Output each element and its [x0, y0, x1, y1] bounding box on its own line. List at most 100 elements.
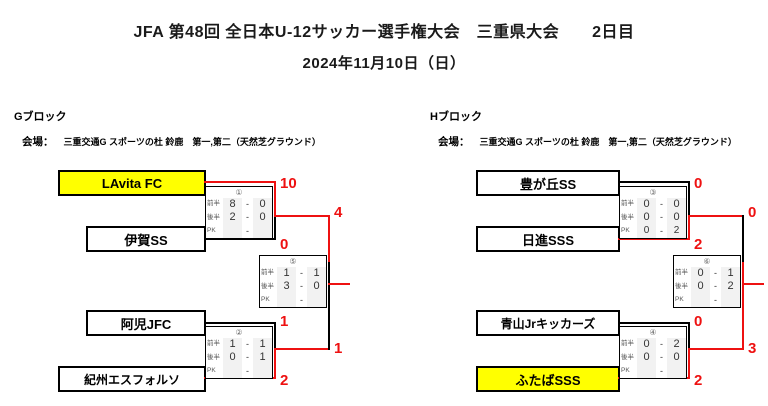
- row-label: 前半: [621, 200, 634, 208]
- score-box-g-match2: ② 前半 1 - 1 後半 0 - 1 PK -: [205, 326, 273, 379]
- match-number: ①: [235, 188, 243, 197]
- result-h-match6-away: 3: [748, 340, 757, 357]
- away-score: [307, 293, 326, 307]
- team-box-g4[interactable]: 紀州エスフォルソ: [58, 366, 206, 392]
- bracket-line-h4-top: [618, 322, 690, 324]
- score-row-first-half: 前半 8 - 0: [206, 198, 272, 212]
- score-row-second-half: 後半 3 - 0: [260, 280, 326, 294]
- dash: -: [660, 365, 663, 376]
- score-row-second-half: 後半 0 - 0: [620, 351, 686, 365]
- home-score: [691, 293, 710, 307]
- home-score: 3: [277, 280, 296, 294]
- dash: -: [300, 281, 303, 292]
- home-score: [223, 364, 242, 378]
- team-box-g1[interactable]: LAvita FC: [58, 170, 206, 196]
- home-score: 0: [691, 280, 710, 294]
- result-g-match1-away: 0: [280, 236, 289, 253]
- home-score: 0: [223, 351, 242, 365]
- score-box-g-match5: ⑤ 前半 1 - 1 後半 3 - 0 PK -: [259, 255, 327, 308]
- venue-text-h: 三重交通G スポーツの杜 鈴鹿 第一,第二（天然芝グラウンド）: [479, 137, 737, 147]
- home-score: [223, 224, 242, 238]
- bracket-line-h-champion: [742, 283, 764, 285]
- home-score: 0: [637, 211, 656, 225]
- row-label: 後半: [621, 353, 634, 361]
- away-score: 0: [253, 211, 272, 225]
- dash: -: [300, 268, 303, 279]
- bracket-line-g-champion: [328, 283, 350, 285]
- team-name: 青山Jrキッカーズ: [500, 316, 596, 331]
- team-box-g2[interactable]: 伊賀SS: [86, 226, 206, 252]
- home-score: 0: [637, 351, 656, 365]
- row-label: PK: [675, 296, 684, 304]
- match-number: ⑥: [703, 257, 711, 266]
- score-box-g-match1: ① 前半 8 - 0 後半 2 - 0 PK -: [205, 186, 273, 239]
- page-title: JFA 第48回 全日本U-12サッカー選手権大会 三重県大会 2日目: [133, 24, 635, 41]
- bracket-line-g2-top: [204, 322, 276, 324]
- result-g-match2-home: 1: [280, 313, 289, 330]
- away-score: 0: [667, 211, 686, 225]
- score-row-second-half: 後半 0 - 2: [674, 280, 740, 294]
- bracket-line-h-semi-top: [688, 215, 744, 217]
- team-box-g3[interactable]: 阿児JFC: [86, 310, 206, 336]
- away-score: 0: [307, 280, 326, 294]
- result-h-match4-home: 0: [694, 313, 703, 330]
- bracket-line-g-semi-bottom: [274, 348, 330, 350]
- score-row-second-half: 後半 0 - 1: [206, 351, 272, 365]
- score-row-pk: PK -: [206, 364, 272, 378]
- bracket-join-h-final-upper: [742, 215, 744, 265]
- row-label: 前半: [261, 269, 274, 277]
- away-score: [253, 224, 272, 238]
- row-label: PK: [207, 367, 216, 375]
- score-row-pk: PK -: [260, 293, 326, 307]
- home-score: 0: [637, 224, 656, 238]
- match-number: ②: [235, 328, 243, 337]
- bracket-join-h4-upper: [688, 322, 690, 350]
- score-row-first-half: 前半 0 - 2: [620, 338, 686, 352]
- venue-text-g: 三重交通G スポーツの杜 鈴鹿 第一,第二（天然芝グラウンド）: [63, 137, 321, 147]
- score-box-h-match6: ⑥ 前半 0 - 1 後半 0 - 2 PK -: [673, 255, 741, 308]
- score-row-second-half: 後半 0 - 0: [620, 211, 686, 225]
- away-score: 1: [253, 351, 272, 365]
- bracket-line-g-semi-top: [274, 215, 330, 217]
- away-score: 2: [721, 280, 740, 294]
- bracket-line-g1-bottom: [204, 238, 276, 240]
- match-number: ③: [649, 188, 657, 197]
- row-label: 後半: [207, 353, 220, 361]
- score-row-second-half: 後半 2 - 0: [206, 211, 272, 225]
- dash: -: [246, 199, 249, 210]
- score-box-h-match3: ③ 前半 0 - 0 後半 0 - 0 PK 0 - 2: [619, 186, 687, 239]
- away-score: 1: [253, 338, 272, 352]
- row-label: 後半: [675, 282, 688, 290]
- block-label-g: Gブロック: [14, 111, 67, 123]
- score-row-first-half: 前半 0 - 0: [620, 198, 686, 212]
- team-box-h4[interactable]: ふたばSSS: [476, 366, 620, 392]
- score-row-first-half: 前半 1 - 1: [206, 338, 272, 352]
- match-number: ④: [649, 328, 657, 337]
- dash: -: [246, 339, 249, 350]
- team-box-h1[interactable]: 豊が丘SS: [476, 170, 620, 196]
- block-label-h: Hブロック: [430, 111, 482, 123]
- away-score: 2: [667, 338, 686, 352]
- bracket-join-g2-upper: [274, 322, 276, 350]
- score-row-pk: PK -: [620, 364, 686, 378]
- home-score: [637, 364, 656, 378]
- row-label: 後半: [621, 213, 634, 221]
- row-label: PK: [261, 296, 270, 304]
- team-box-h3[interactable]: 青山Jrキッカーズ: [476, 310, 620, 336]
- away-score: 0: [667, 198, 686, 212]
- team-name: 紀州エスフォルソ: [83, 372, 180, 387]
- dash: -: [660, 225, 663, 236]
- result-h-match4-away: 2: [694, 372, 703, 389]
- team-box-h2[interactable]: 日進SSS: [476, 226, 620, 252]
- dash: -: [246, 365, 249, 376]
- row-label: 前半: [207, 340, 220, 348]
- dash: -: [300, 294, 303, 305]
- score-row-first-half: 前半 0 - 1: [674, 267, 740, 281]
- row-label: PK: [621, 227, 630, 235]
- bracket-join-g-final-lower: [328, 262, 330, 350]
- match-number: ⑤: [289, 257, 297, 266]
- team-name: 日進SSS: [521, 232, 574, 248]
- away-score: 0: [253, 198, 272, 212]
- row-label: 後半: [207, 213, 220, 221]
- away-score: 1: [721, 267, 740, 281]
